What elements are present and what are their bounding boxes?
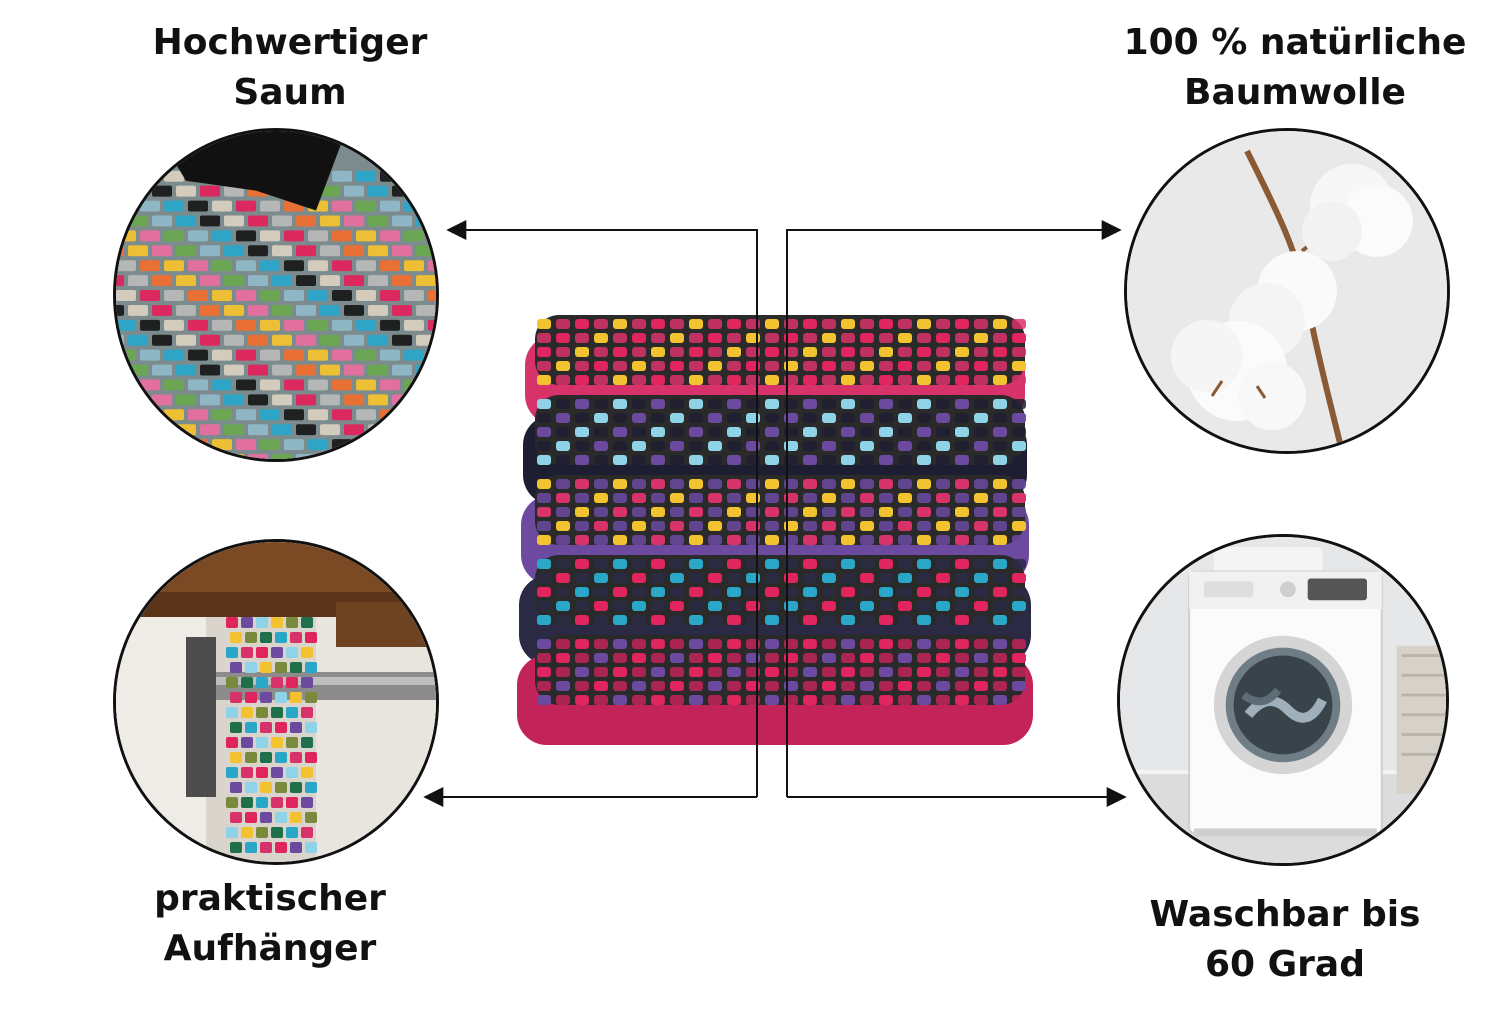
textile-hem-closeup-image bbox=[113, 128, 439, 462]
cotton-plant-image bbox=[1124, 128, 1450, 454]
feature-label-washable: Waschbar bis 60 Grad bbox=[1149, 894, 1421, 985]
washing-machine-image bbox=[1117, 534, 1449, 866]
feature-label-hem: Hochwertiger Saum bbox=[152, 22, 428, 113]
feature-label-cotton: 100 % natürliche Baumwolle bbox=[1123, 22, 1467, 113]
feature-label-hanger: praktischer Aufhänger bbox=[154, 878, 386, 969]
towel-stack-image bbox=[505, 285, 1045, 745]
hanging-towel-image bbox=[113, 539, 439, 865]
